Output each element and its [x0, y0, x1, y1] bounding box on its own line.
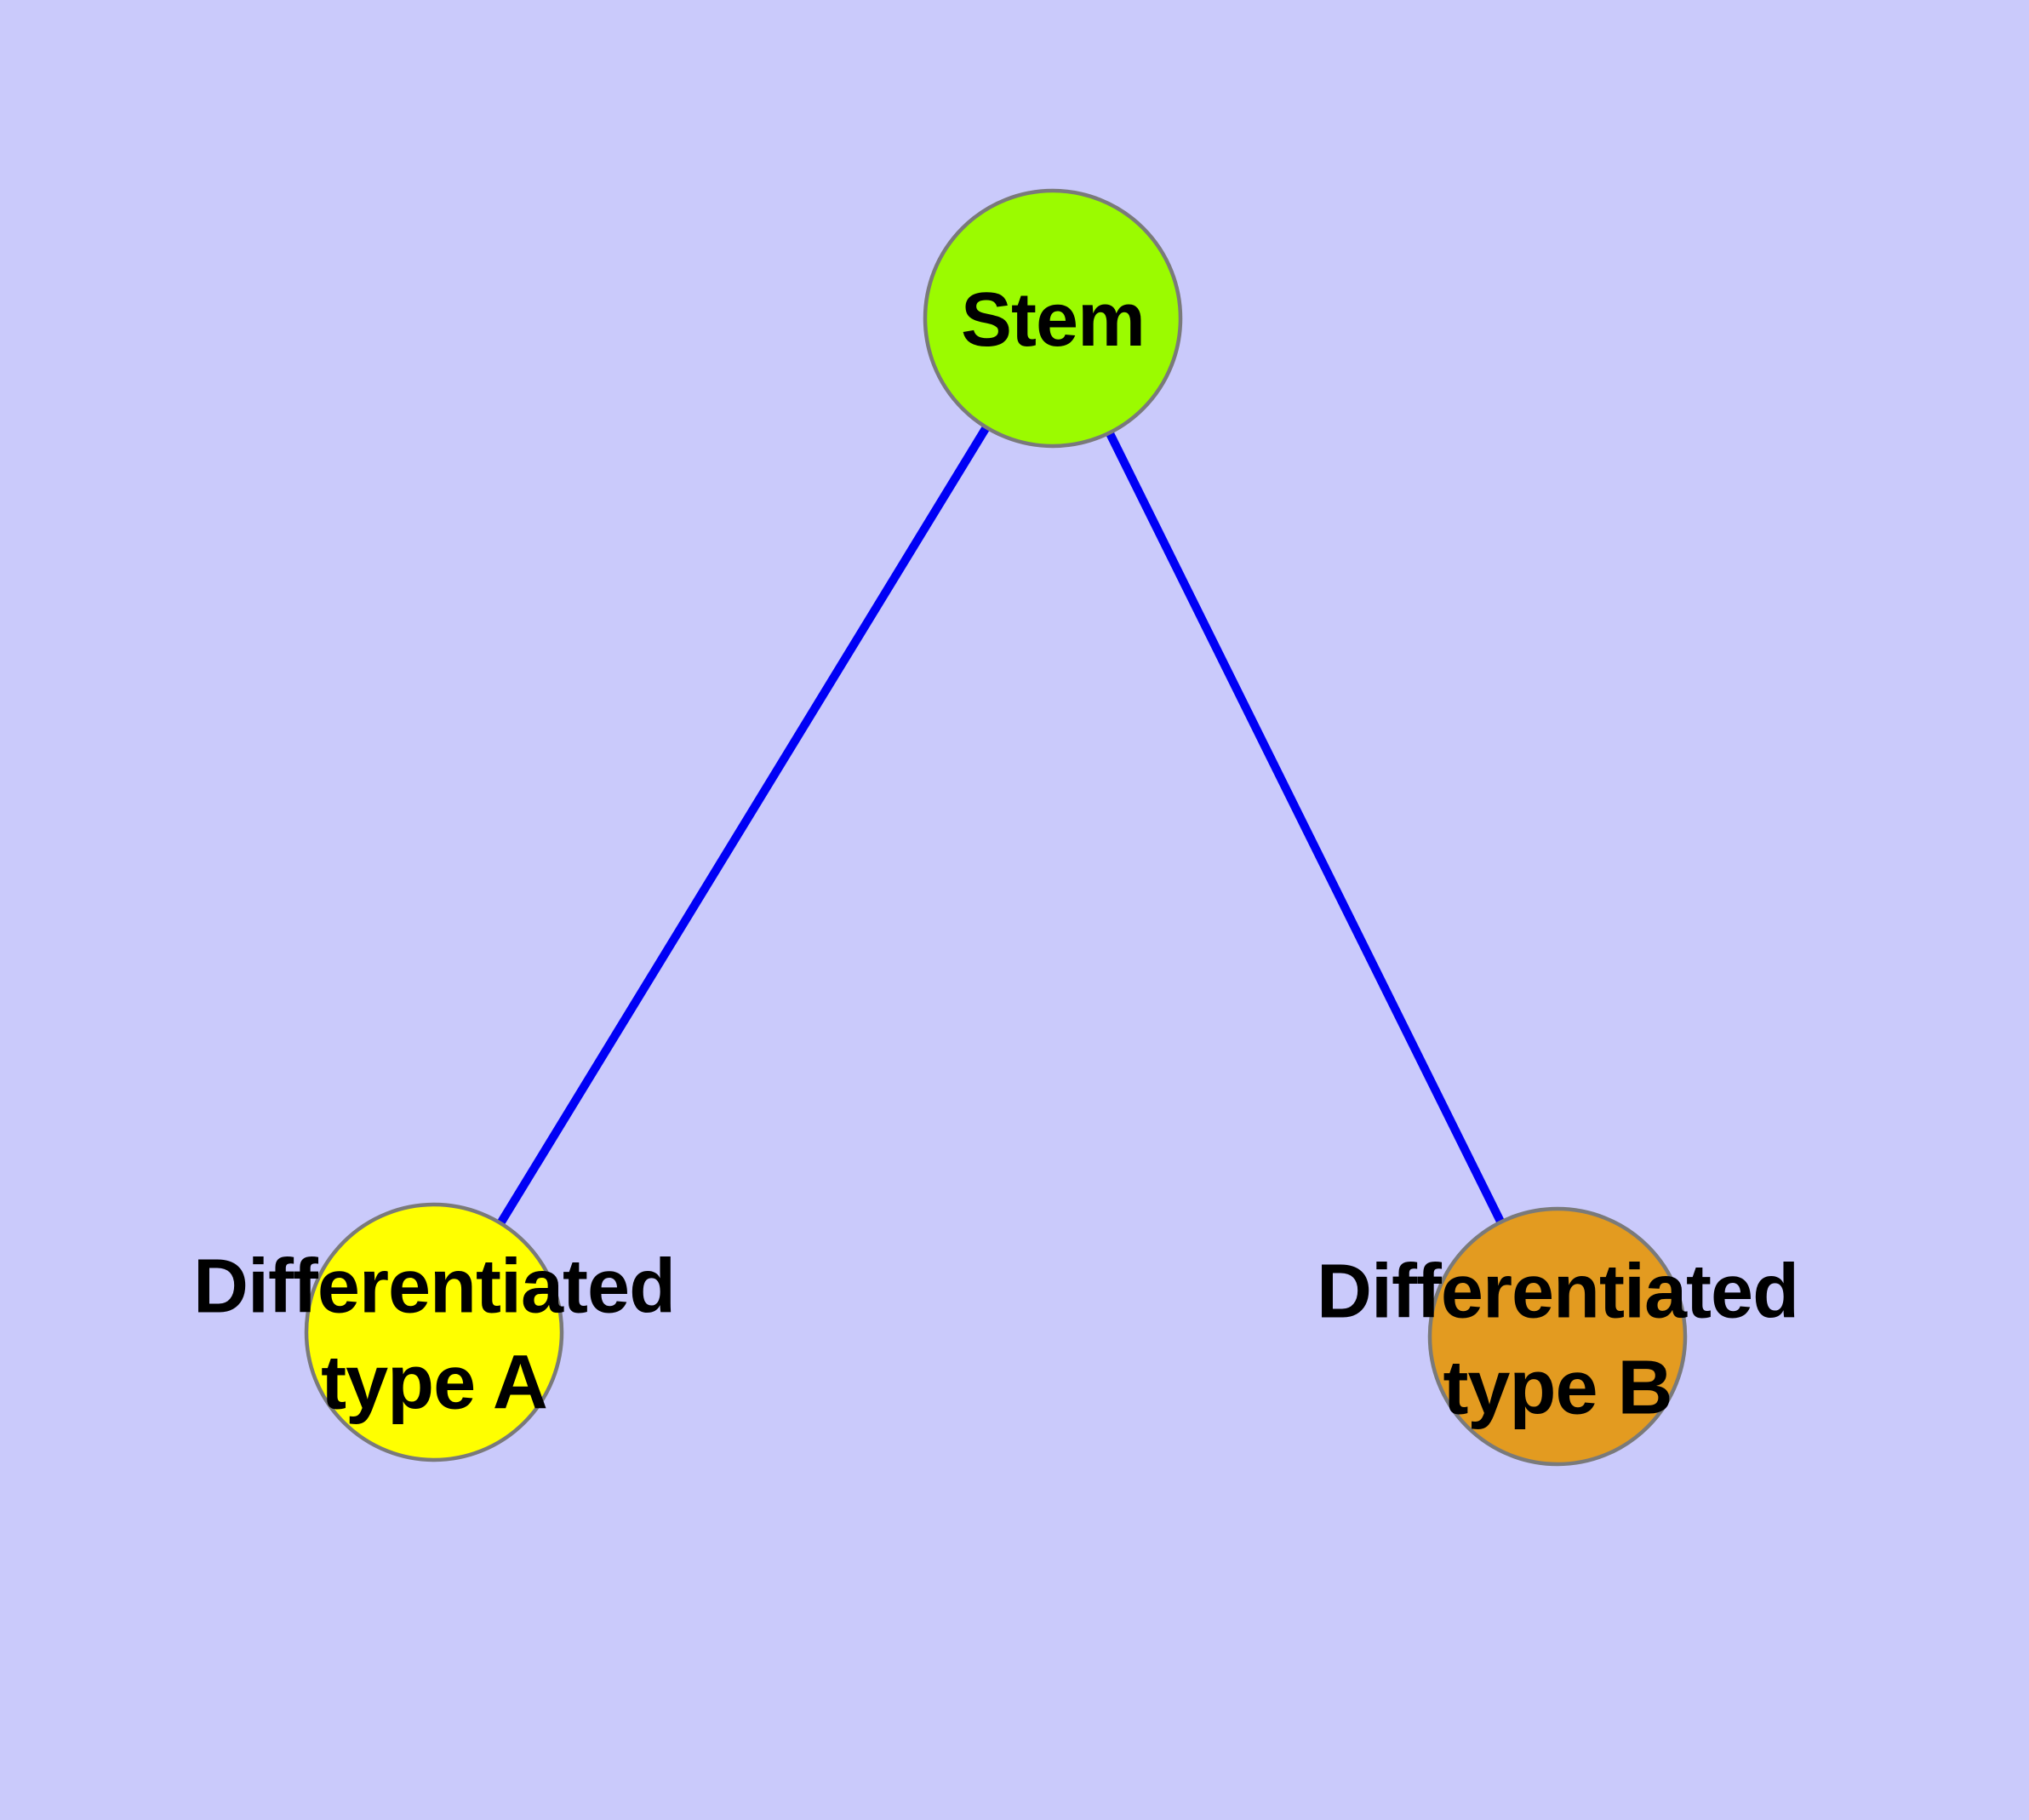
node-label-differentiated-type-a: Differentiated type A [192, 1239, 676, 1431]
node-differentiated-type-a-circle [304, 1202, 564, 1462]
node-label-differentiated-type-b-line1: Differentiated [1316, 1249, 1799, 1335]
edge-stem-to-differentiated-type-a [430, 316, 1057, 1335]
node-label-differentiated-type-a-line2: type A [321, 1340, 548, 1425]
node-label-stem: Stem [960, 272, 1146, 369]
node-label-differentiated-type-b: Differentiated type B [1316, 1245, 1799, 1436]
node-label-differentiated-type-b-line2: type B [1443, 1345, 1672, 1430]
node-differentiated-type-b-circle [1427, 1206, 1688, 1467]
node-label-stem-line: Stem [960, 277, 1146, 363]
node-stem-circle [923, 188, 1183, 449]
node-label-differentiated-type-a-line1: Differentiated [192, 1244, 676, 1330]
edge-stem-to-differentiated-type-b [1049, 316, 1562, 1339]
